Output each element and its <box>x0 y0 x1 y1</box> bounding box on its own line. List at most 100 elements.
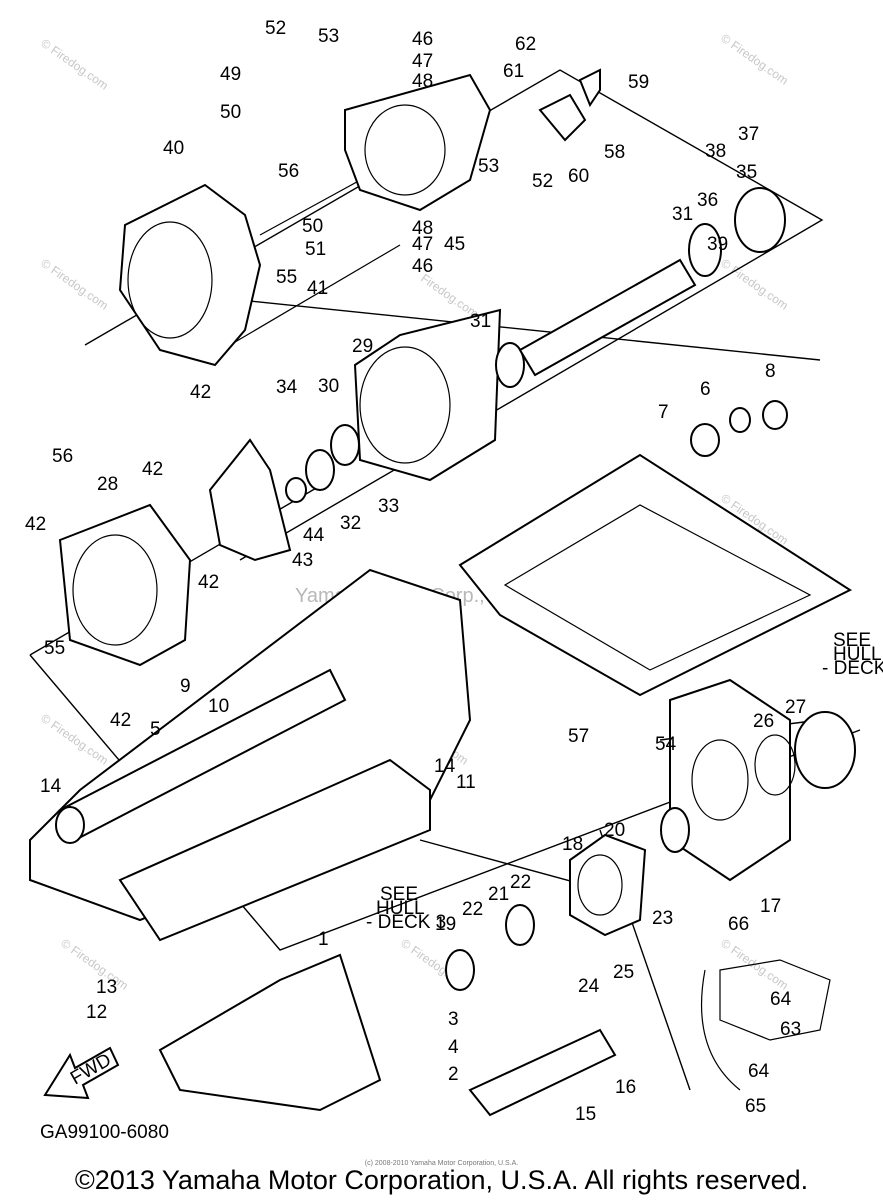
callout-51: 51 <box>305 239 326 260</box>
callout-15: 15 <box>575 1104 596 1125</box>
callout-42: 42 <box>110 710 131 731</box>
firedog-watermark: © Firedog.com <box>38 36 111 93</box>
fwd-arrow-icon: FWD <box>43 1046 120 1100</box>
callout-13: 13 <box>96 977 117 998</box>
callout-55: 55 <box>44 638 65 659</box>
callout-28: 28 <box>97 474 118 495</box>
parts-diagram: © Firedog.com © Firedog.com © Firedog.co… <box>25 18 883 1143</box>
callout-22: 22 <box>510 872 531 893</box>
callout-56: 56 <box>278 161 299 182</box>
callout-labels: 1 2 3 4 5 6 7 8 9 10 11 12 13 14 14 15 1… <box>25 18 806 1125</box>
duct <box>58 503 192 667</box>
impeller-housing <box>208 187 786 562</box>
callout-31: 31 <box>672 204 693 225</box>
callout-45: 45 <box>444 234 465 255</box>
intake-housing <box>29 568 472 942</box>
callout-18: 18 <box>562 834 583 855</box>
callout-63: 63 <box>780 1019 801 1040</box>
callout-54: 54 <box>655 734 677 755</box>
ride-plate <box>458 400 853 697</box>
fineprint: (c) 2008-2010 Yamaha Motor Corporation, … <box>364 1160 519 1167</box>
callout-55: 55 <box>276 267 297 288</box>
diagram-code: GA99100-6080 <box>40 1122 169 1143</box>
callout-32: 32 <box>340 513 361 534</box>
callout-33: 33 <box>378 496 399 517</box>
callout-42: 42 <box>190 382 211 403</box>
callout-1: 1 <box>318 929 329 950</box>
callout-53: 53 <box>318 26 339 47</box>
callout-20: 20 <box>604 820 625 841</box>
copyright-notice: ©2013 Yamaha Motor Corporation, U.S.A. A… <box>74 1165 809 1195</box>
fwd-label: FWD <box>67 1050 115 1090</box>
callout-5: 5 <box>150 719 161 740</box>
callout-34: 34 <box>276 377 298 398</box>
callout-3: 3 <box>448 1009 459 1030</box>
see-hull-note-right: SEE HULL - DECK 3 <box>822 630 883 679</box>
callout-7: 7 <box>658 402 669 423</box>
callout-9: 9 <box>180 676 191 697</box>
callout-59: 59 <box>628 72 649 93</box>
svg-text:SEE: SEE <box>380 884 418 905</box>
svg-text:- DECK 3: - DECK 3 <box>822 658 883 679</box>
callout-41: 41 <box>307 278 328 299</box>
callout-29: 29 <box>352 336 373 357</box>
callout-53: 53 <box>478 156 499 177</box>
callout-14: 14 <box>40 776 62 797</box>
callout-49: 49 <box>220 64 241 85</box>
nozzle-assembly <box>118 68 601 367</box>
svg-text:- DECK 3: - DECK 3 <box>366 912 446 933</box>
callout-43: 43 <box>292 550 313 571</box>
callout-37: 37 <box>738 124 759 145</box>
callout-42: 42 <box>25 514 46 535</box>
drive-shaft <box>445 678 856 1117</box>
callout-52: 52 <box>532 171 553 192</box>
callout-46: 46 <box>412 256 433 277</box>
callout-62: 62 <box>515 34 536 55</box>
callout-17: 17 <box>760 896 781 917</box>
callout-10: 10 <box>208 696 229 717</box>
callout-60: 60 <box>568 166 589 187</box>
callout-30: 30 <box>318 376 339 397</box>
callout-27: 27 <box>785 697 806 718</box>
callout-26: 26 <box>753 711 774 732</box>
cover <box>158 953 382 1112</box>
callout-12: 12 <box>86 1002 107 1023</box>
firedog-watermark: © Firedog.com <box>58 936 131 993</box>
callout-56: 56 <box>52 446 73 467</box>
callout-64: 64 <box>748 1061 770 1082</box>
callout-48: 48 <box>412 218 433 239</box>
callout-46: 46 <box>412 29 433 50</box>
exploded-view-outlines <box>29 69 861 1091</box>
callout-66: 66 <box>728 914 749 935</box>
callout-21: 21 <box>488 884 509 905</box>
callout-14: 14 <box>434 756 456 777</box>
see-hull-note-left: SEE HULL - DECK 3 <box>366 884 446 933</box>
callout-50: 50 <box>220 102 241 123</box>
callout-58: 58 <box>604 142 625 163</box>
callout-36: 36 <box>697 190 718 211</box>
callout-39: 39 <box>707 234 728 255</box>
callout-61: 61 <box>503 61 524 82</box>
callout-50: 50 <box>302 216 323 237</box>
callout-22: 22 <box>462 899 483 920</box>
callout-57: 57 <box>568 726 589 747</box>
firedog-watermark: © Firedog.com <box>38 256 111 313</box>
callout-35: 35 <box>736 162 757 183</box>
callout-38: 38 <box>705 141 726 162</box>
callout-16: 16 <box>615 1077 636 1098</box>
svg-text:SEE: SEE <box>833 630 871 651</box>
callout-52: 52 <box>265 18 286 39</box>
callout-48: 48 <box>412 71 433 92</box>
callout-11: 11 <box>456 772 476 793</box>
callout-6: 6 <box>700 379 711 400</box>
callout-44: 44 <box>303 525 325 546</box>
callout-40: 40 <box>163 138 184 159</box>
callout-31: 31 <box>470 311 491 332</box>
svg-text:HULL: HULL <box>376 898 425 919</box>
svg-text:HULL: HULL <box>833 644 882 665</box>
callout-47: 47 <box>412 51 433 72</box>
callout-42: 42 <box>198 572 219 593</box>
callout-23: 23 <box>652 908 673 929</box>
callout-24: 24 <box>578 976 600 997</box>
callout-2: 2 <box>448 1064 459 1085</box>
